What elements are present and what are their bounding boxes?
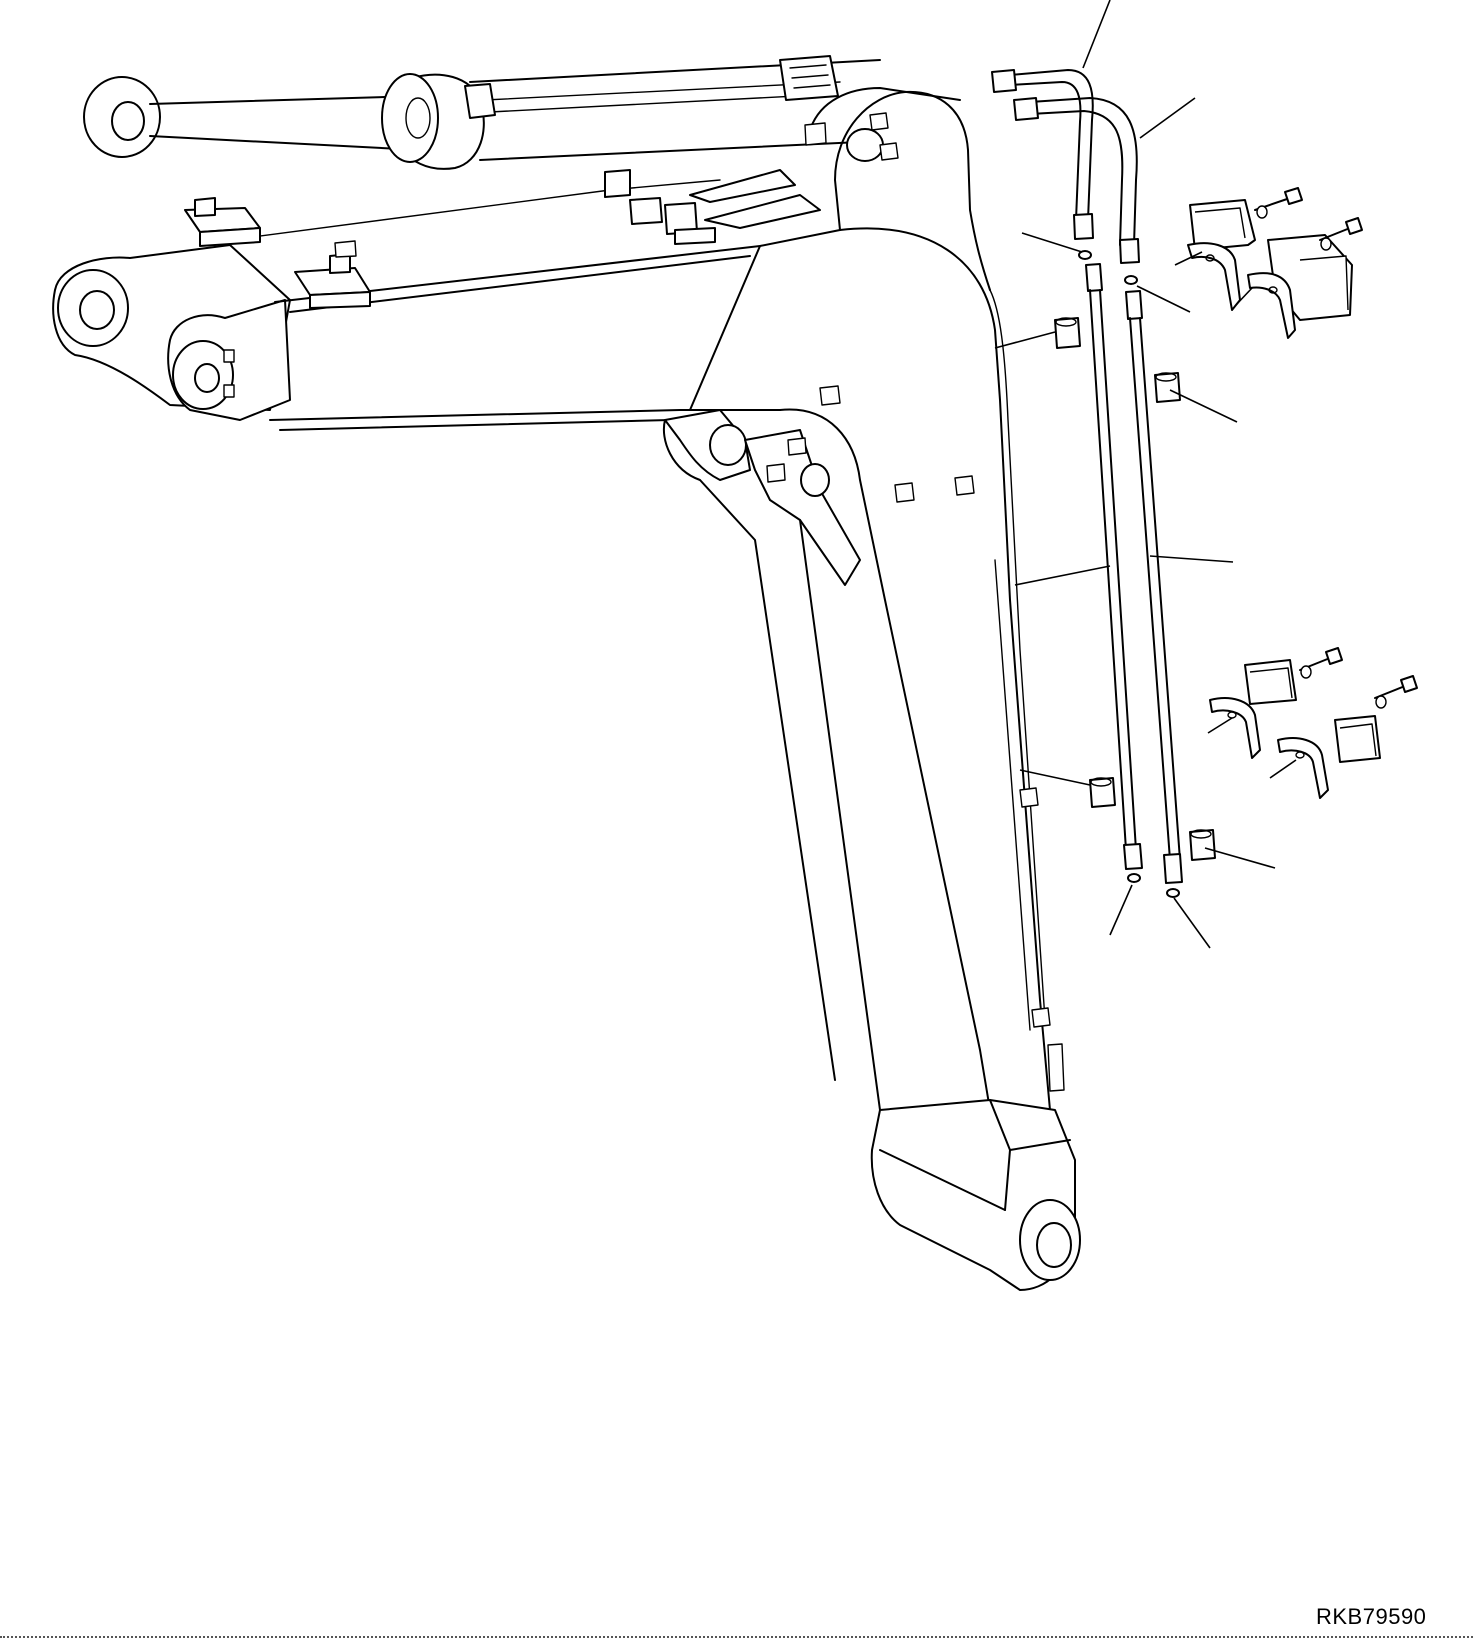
hose-a <box>992 70 1093 239</box>
leader-lines <box>995 0 1296 948</box>
pipe-b <box>1126 291 1182 883</box>
bottom-divider <box>0 1636 1473 1638</box>
figure-code: RKB79590 <box>1316 1604 1427 1629</box>
boom <box>53 88 1080 1290</box>
hose-b <box>1014 98 1139 263</box>
hose-clamp <box>1188 200 1352 338</box>
boom-cylinder <box>84 56 880 169</box>
block <box>1055 318 1215 860</box>
pipe-a <box>1086 264 1142 869</box>
o-ring <box>1079 251 1179 897</box>
pipe-clamp <box>1210 660 1380 798</box>
bolt <box>1255 188 1417 708</box>
